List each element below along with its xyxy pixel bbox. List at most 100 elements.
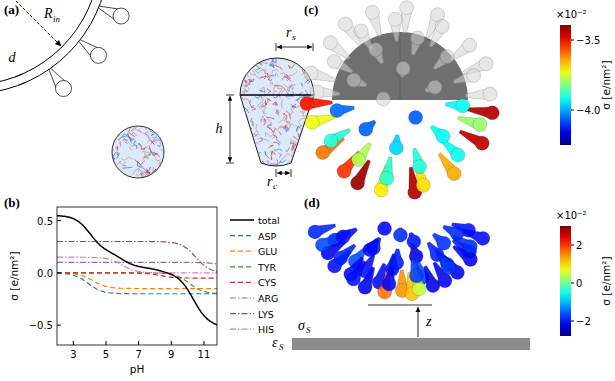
radius-subscript: s — [292, 32, 296, 42]
protein-strand — [272, 70, 278, 74]
outer-shell — [0, 0, 108, 93]
thickness-tick — [18, 82, 25, 85]
protein-strand — [283, 113, 287, 119]
protein-strand — [241, 136, 245, 139]
figure-part — [57, 216, 217, 325]
protein-strand — [271, 151, 275, 155]
protein-strand — [128, 142, 138, 146]
charged-surface — [292, 338, 530, 350]
protein-strand — [303, 110, 306, 116]
protein-strand — [310, 52, 318, 58]
colorbar-tick — [571, 283, 574, 284]
figure-part — [347, 73, 361, 87]
ligand-cone — [99, 6, 130, 24]
protein-strand — [273, 102, 277, 105]
figure-part — [390, 256, 404, 270]
dimension-tick — [276, 169, 277, 177]
protein-strand — [286, 119, 290, 123]
legend-line — [230, 266, 254, 267]
colorbar-tick — [571, 245, 574, 246]
protein-strand — [239, 155, 243, 160]
figure-part — [55, 81, 71, 97]
figure-part — [304, 66, 318, 80]
protein-strand — [255, 75, 263, 79]
protein-strand — [134, 159, 142, 167]
protein-strand — [260, 117, 262, 123]
protein-strand — [242, 55, 246, 57]
legend-entry: ARG — [258, 293, 278, 304]
protein-strand — [160, 125, 168, 128]
charge-subscript: S — [306, 325, 311, 335]
legend-entry: ASP — [258, 230, 276, 241]
protein-strand — [267, 118, 274, 119]
ligand-cone-grey — [425, 80, 442, 94]
y-tick — [57, 220, 61, 221]
figure-part — [430, 248, 444, 262]
legend-line — [230, 235, 254, 236]
dimension-arrow — [277, 173, 290, 174]
protein-strand — [246, 136, 251, 142]
figure-part — [231, 52, 319, 170]
protein-strand — [112, 134, 115, 140]
cap-line — [240, 94, 314, 95]
ligand-cone-colored — [305, 115, 336, 130]
tick-label: 5 — [103, 349, 109, 360]
protein-strand — [292, 87, 293, 90]
figure-part — [358, 280, 372, 294]
reference-line — [368, 305, 432, 306]
protein-strand — [271, 82, 273, 86]
protein-strand — [129, 147, 131, 150]
ligand-cone-grey — [310, 85, 340, 99]
ligand-cone-colored — [324, 128, 351, 147]
figure-part — [473, 118, 487, 132]
figure-part — [396, 61, 410, 75]
protein-strand — [311, 151, 314, 159]
protein-strand — [305, 81, 310, 84]
figure-part — [316, 146, 330, 160]
colorbar-title: σ [e/nm²] — [600, 60, 612, 109]
protein-strand — [292, 145, 294, 150]
protein-strand — [244, 80, 247, 83]
protein-strand — [251, 151, 256, 154]
protein-strand — [290, 72, 298, 76]
protein-strand — [280, 160, 286, 163]
radius-symbol: R — [44, 6, 53, 22]
protein-strand — [265, 73, 270, 77]
ligand-cone — [79, 40, 107, 64]
protein-strand — [280, 127, 285, 129]
protein-strand — [160, 173, 166, 177]
protein-strand — [248, 154, 250, 159]
protein-strand — [139, 143, 141, 145]
ligand-cone-grey — [429, 19, 449, 47]
protein-strand — [133, 141, 136, 149]
figure-part — [310, 85, 324, 99]
figure-part — [447, 167, 461, 181]
protein-strand — [242, 97, 246, 100]
protein-strand — [281, 100, 283, 108]
ligand-cone-grey — [347, 73, 367, 87]
figure-part — [428, 80, 442, 94]
protein-strand — [138, 130, 142, 133]
protein-strand — [272, 61, 277, 66]
protein-strand — [284, 84, 291, 91]
protein-strand — [259, 59, 261, 65]
protein-strand — [261, 103, 264, 106]
protein-strand — [307, 138, 311, 142]
ligand-cone-colored — [358, 254, 375, 278]
protein-strand — [241, 146, 244, 151]
figure-part — [336, 230, 350, 244]
tick-label: 9 — [168, 349, 174, 360]
protein-sphere — [112, 126, 164, 178]
protein-strand — [265, 151, 269, 158]
protein-strand — [240, 57, 243, 59]
protein-strand — [117, 161, 121, 164]
dimension-tick — [276, 43, 277, 51]
ligand-cone-grey — [376, 92, 390, 106]
x-tick — [73, 341, 74, 345]
protein-strand — [117, 146, 119, 150]
permittivity-symbol: ε — [272, 335, 278, 351]
protein-strand — [258, 138, 269, 141]
ligand-cone-colored — [459, 130, 489, 150]
figure-part — [104, 119, 170, 188]
